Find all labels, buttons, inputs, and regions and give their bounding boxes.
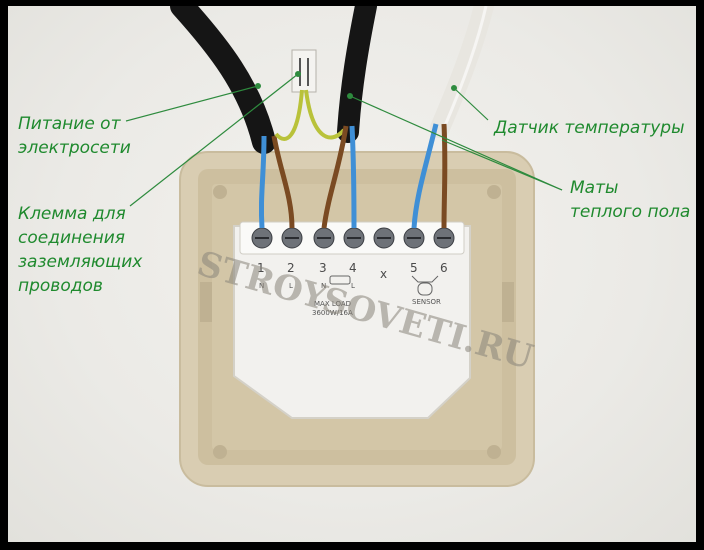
callout-ground-line1: Клемма для	[18, 204, 126, 224]
callout-power-line2: электросети	[18, 138, 131, 158]
load-symbol	[329, 275, 351, 285]
screw-hole	[213, 445, 227, 459]
terminal-number-5: 5	[410, 261, 418, 275]
ground-wire-mats	[304, 89, 346, 140]
side-slot	[502, 282, 514, 322]
ground-clamp	[291, 49, 317, 93]
sensor-wire-brown	[441, 123, 448, 229]
callout-heating-mats: Маты теплого пола	[570, 176, 690, 224]
terminal-sublabel-n1: N	[259, 282, 264, 290]
terminal-number-3: 3	[319, 261, 327, 275]
diagram-canvas: 1 2 3 4 x 5 6 N L N L MAX LOAD 3600W/16A…	[8, 6, 696, 542]
terminal-number-1: 1	[257, 261, 265, 275]
screw-hole	[487, 445, 501, 459]
screw-hole	[487, 185, 501, 199]
max-load-line2: 3600W/16A	[312, 309, 353, 317]
sensor-connector-symbol	[411, 275, 439, 283]
sensor-icon	[417, 282, 433, 296]
callout-ground-clamp: Клемма для соединения заземляющих провод…	[18, 202, 142, 298]
max-load-line1: MAX LOAD	[314, 300, 351, 308]
power-wire-line	[271, 135, 295, 229]
wiring-illustration: 1 2 3 4 x 5 6 N L N L MAX LOAD 3600W/16A…	[125, 6, 563, 487]
callout-ground-line4: проводов	[18, 276, 103, 296]
callout-ground-line3: заземляющих	[18, 252, 143, 272]
callout-sensor-text: Датчик температуры	[494, 118, 685, 138]
sensor-cable-highlight	[442, 6, 488, 129]
mat-wire-brown	[321, 125, 349, 229]
callout-mats-line2: теплого пола	[570, 202, 691, 222]
ground-wire-power	[274, 89, 304, 141]
power-wire-neutral	[258, 135, 267, 229]
callout-temperature-sensor: Датчик температуры	[494, 116, 685, 140]
terminal-unused-mark: x	[380, 267, 387, 281]
terminal-number-2: 2	[287, 261, 295, 275]
side-slot	[200, 282, 212, 322]
terminal-sublabel-l2: L	[351, 282, 355, 290]
callout-power-supply: Питание от электросети	[18, 112, 131, 160]
sensor-cable	[430, 6, 494, 138]
leader-lines	[125, 71, 563, 207]
screw-hole	[213, 185, 227, 199]
terminal-screws	[251, 227, 455, 249]
callout-power-line1: Питание от	[18, 114, 121, 134]
terminal-sublabel-n2: N	[321, 282, 326, 290]
sensor-terminal-label: SENSOR	[412, 298, 441, 306]
terminal-number-4: 4	[349, 261, 357, 275]
terminal-sublabel-l1: L	[289, 282, 293, 290]
callout-mats-line1: Маты	[570, 178, 619, 198]
relay-body	[233, 225, 471, 419]
sensor-wire-blue	[411, 123, 439, 229]
callout-ground-line2: соединения	[18, 228, 125, 248]
mat-wire-blue	[349, 125, 357, 229]
terminal-number-6: 6	[440, 261, 448, 275]
power-cable	[170, 6, 276, 154]
heating-mat-cable	[337, 6, 377, 143]
